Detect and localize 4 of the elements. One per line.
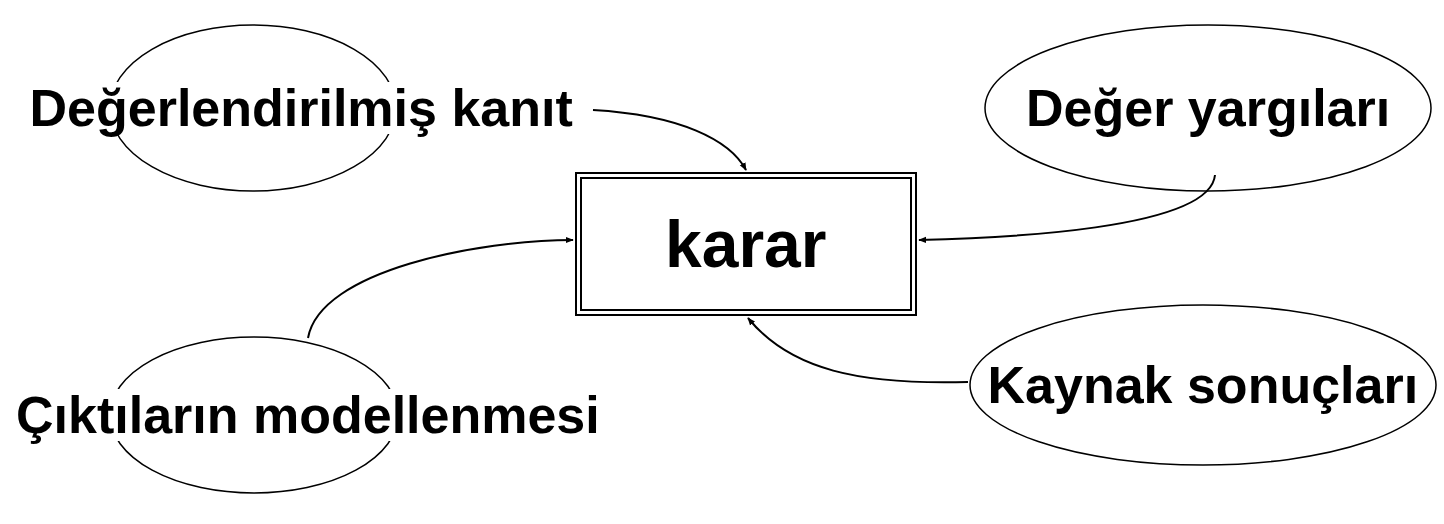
arrow	[918, 174, 1216, 243]
arrow	[307, 237, 574, 339]
arrow	[747, 317, 969, 384]
arrow	[592, 109, 747, 171]
